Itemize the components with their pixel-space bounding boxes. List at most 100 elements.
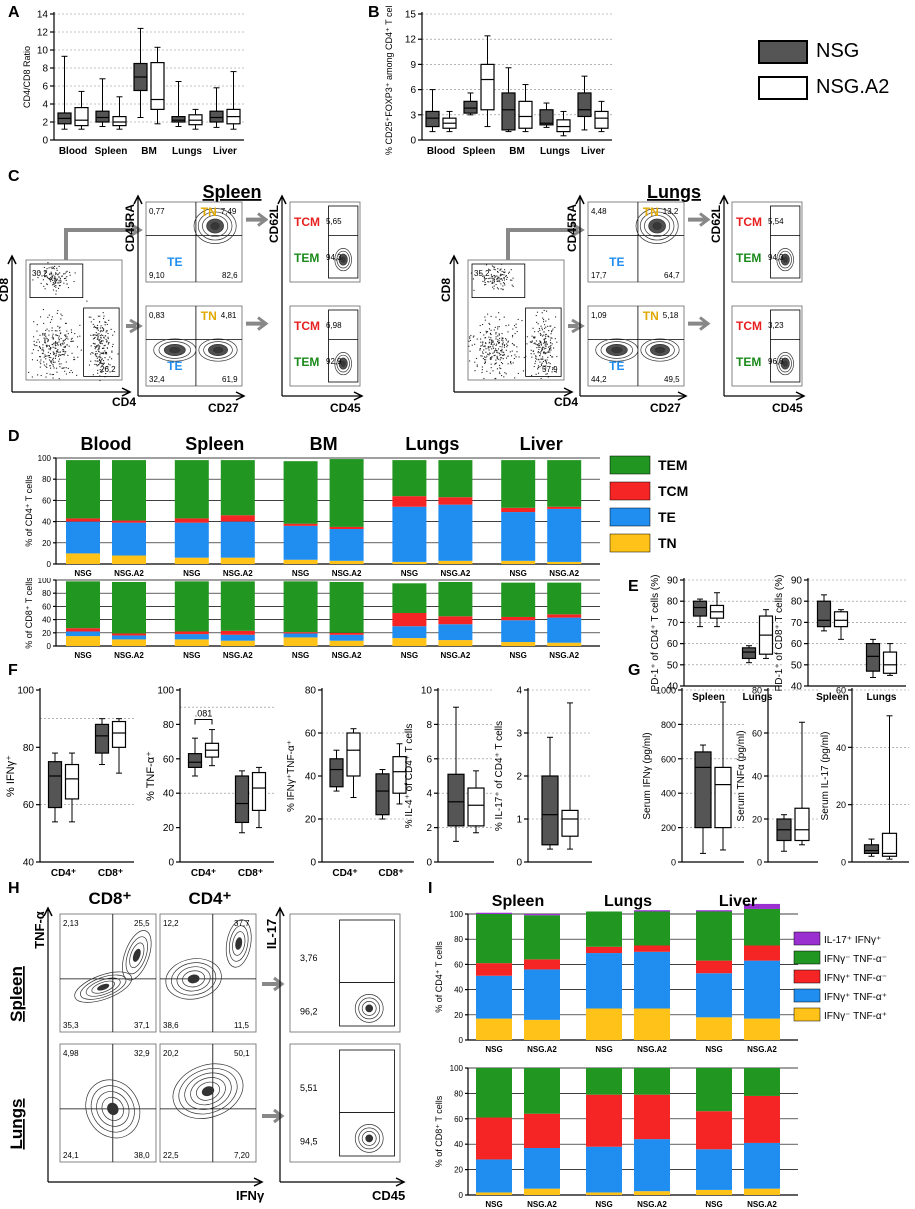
bar-segment (501, 512, 536, 561)
subgate-frame (289, 201, 361, 283)
contour-ring (80, 974, 127, 1000)
event-dot (538, 345, 540, 347)
legend-label: TCM (658, 483, 688, 499)
legend-label: TEM (658, 457, 688, 473)
contour-ring (97, 983, 110, 991)
y-tick-label: 60 (454, 1115, 463, 1124)
event-dot (537, 351, 539, 353)
event-dot (493, 355, 495, 357)
event-dot (492, 276, 494, 278)
event-dot (92, 323, 94, 325)
event-dot (59, 343, 62, 345)
subgate-pct: 94,3 (326, 253, 342, 262)
event-dot (492, 346, 494, 348)
event-dot (501, 346, 503, 348)
bar-segment (329, 581, 364, 633)
event-dot (51, 272, 53, 274)
contour-ring (365, 1004, 374, 1013)
event-dot (63, 339, 65, 341)
y-tick-label: 40 (454, 1140, 463, 1149)
event-dot (539, 341, 541, 344)
event-dot (104, 357, 106, 359)
event-dot (54, 279, 56, 281)
event-dot (93, 325, 96, 327)
x-tick-label: NSG (183, 569, 200, 578)
event-dot (488, 346, 490, 348)
y-tick-label: 20 (836, 800, 846, 810)
event-dot (535, 343, 537, 345)
event-dot (487, 313, 489, 315)
event-dot (47, 262, 49, 264)
box-nsga2 (251, 771, 267, 811)
box-nsga2 (556, 119, 571, 133)
quadrant-pct: 35,3 (63, 1021, 79, 1030)
contour-ring (202, 215, 229, 237)
bar-segment (524, 959, 560, 970)
label-tcm: TCM (736, 215, 762, 229)
bar-segment (744, 945, 780, 961)
event-dot (494, 266, 496, 268)
event-dot (49, 273, 51, 275)
event-dot (501, 279, 503, 281)
event-dot (476, 338, 478, 340)
event-dot (40, 347, 42, 350)
contour-ring (354, 1124, 384, 1153)
y-axis-label: % IFNγ⁺ (5, 755, 17, 797)
box-nsg (187, 753, 203, 768)
quadrant-pct: 37,7 (234, 919, 250, 928)
y-tick-label: 10 (37, 46, 49, 57)
event-dot (45, 376, 47, 378)
event-dot (501, 375, 503, 377)
event-dot (105, 353, 107, 355)
event-dot (56, 312, 58, 314)
event-dot (501, 270, 503, 272)
contour-ring (225, 919, 252, 968)
panel-label-g: G (628, 662, 641, 679)
event-dot (102, 347, 104, 349)
y-axis-label: Serum IFNγ (pg/ml) (642, 732, 653, 819)
event-dot (502, 340, 504, 342)
bar-segment (696, 1068, 732, 1112)
event-dot (514, 354, 516, 356)
event-dot (498, 364, 501, 366)
bar-segment (112, 522, 146, 556)
event-dot (489, 323, 491, 325)
gating-arrowhead (699, 316, 711, 331)
subgate-frame (731, 305, 803, 387)
event-dot (503, 376, 505, 378)
event-dot (490, 280, 492, 282)
event-dot (65, 277, 67, 279)
bar-segment (66, 636, 100, 646)
event-dot (487, 281, 489, 283)
cd4-gate (83, 307, 120, 377)
event-dot (64, 334, 66, 336)
bar-segment (476, 963, 512, 976)
event-dot (551, 343, 553, 345)
bar-segment (66, 518, 100, 522)
bar-segment (547, 642, 582, 646)
event-dot (485, 356, 487, 358)
bar-segment (174, 634, 209, 640)
event-dot (543, 346, 545, 348)
event-dot (90, 334, 92, 336)
event-dot (484, 319, 486, 321)
event-dot (63, 354, 65, 356)
event-dot (90, 360, 92, 362)
event-dot (47, 351, 49, 353)
event-dot (53, 342, 55, 344)
contour-ring (778, 354, 792, 373)
bar-segment (634, 945, 670, 952)
event-dot (88, 316, 90, 318)
event-dot (55, 347, 57, 350)
contour-ring (334, 248, 352, 272)
event-dot (545, 344, 547, 346)
event-dot (550, 345, 552, 347)
event-dot (486, 355, 488, 357)
y-axis-label: PD-1⁺ of CD4⁺ T cells (%) (650, 575, 661, 692)
event-dot (56, 343, 59, 345)
event-dot (482, 280, 484, 283)
event-dot (45, 358, 47, 360)
event-dot (488, 278, 490, 280)
event-dot (55, 344, 57, 346)
event-dot (103, 315, 105, 317)
